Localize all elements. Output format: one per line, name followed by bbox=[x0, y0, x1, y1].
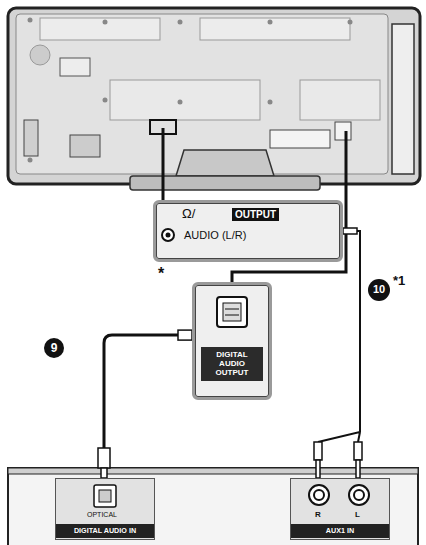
callout-disc bbox=[368, 279, 390, 301]
output-callout: Ω/OUTPUT AUDIO (L/R) bbox=[153, 200, 343, 262]
tv-panel bbox=[40, 18, 160, 40]
optical-input-panel: OPTICAL DIGITAL AUDIO IN bbox=[55, 478, 155, 540]
tv-panel bbox=[300, 80, 380, 120]
receiver-housing bbox=[8, 468, 418, 545]
optical-cable bbox=[104, 335, 192, 448]
port-heading: OUTPUT bbox=[232, 208, 279, 221]
tv-terminal bbox=[270, 130, 330, 148]
optical-plug bbox=[178, 330, 192, 340]
tv-panel bbox=[110, 80, 260, 120]
footnote-mark: *1 bbox=[393, 274, 405, 287]
port-name: AUDIO (L/R) bbox=[184, 229, 246, 241]
callout-number: 9 bbox=[44, 342, 64, 354]
callout-number: 10 bbox=[368, 284, 390, 295]
input-name: AUX1 IN bbox=[291, 524, 389, 538]
footnote-mark: * bbox=[158, 266, 164, 282]
port-name: DIGITAL AUDIO OUTPUT bbox=[201, 347, 263, 381]
mini-plug bbox=[343, 228, 357, 234]
digital-output-callout: DIGITAL AUDIO OUTPUT bbox=[192, 282, 272, 400]
optical-plug-tip bbox=[101, 468, 107, 478]
channel-label: L bbox=[355, 511, 360, 520]
rca-plug bbox=[314, 442, 322, 460]
leader-frame bbox=[150, 120, 176, 134]
tv-vent bbox=[60, 58, 90, 76]
rca-plug-pin bbox=[316, 460, 320, 478]
rca-plug-pin bbox=[356, 460, 360, 478]
callout-disc bbox=[44, 338, 64, 358]
audio-cable bbox=[318, 231, 360, 442]
tv-stand-base bbox=[130, 176, 320, 190]
rca-plug bbox=[354, 442, 362, 460]
aux-input-panel: R L AUX1 IN bbox=[290, 478, 390, 540]
tv-side-terminals bbox=[392, 24, 414, 174]
tv-screws bbox=[28, 18, 353, 163]
tv-terminal bbox=[70, 135, 100, 157]
leader-line bbox=[162, 128, 165, 200]
tv-screw bbox=[30, 45, 50, 65]
optical-plug bbox=[98, 448, 110, 468]
channel-label: R bbox=[315, 511, 321, 520]
port-icon bbox=[195, 285, 275, 403]
headphone-mark: Ω/ bbox=[182, 207, 195, 221]
tv-stand bbox=[176, 150, 274, 176]
tv-panel bbox=[200, 18, 350, 40]
input-name: DIGITAL AUDIO IN bbox=[56, 524, 154, 538]
tv-terminal bbox=[335, 122, 351, 140]
port-name: OPTICAL bbox=[87, 511, 117, 519]
tv-terminal bbox=[24, 120, 38, 156]
tv-housing bbox=[8, 8, 420, 184]
